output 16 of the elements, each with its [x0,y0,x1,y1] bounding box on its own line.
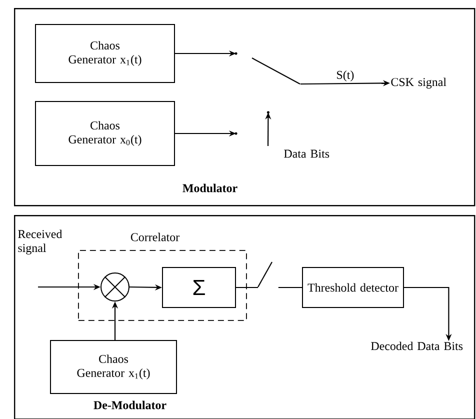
edge-label: S(t) [335,70,356,82]
process-box: Threshold detector [302,267,404,308]
switch-symbol [234,52,300,135]
signal-label: Received signal [18,230,62,255]
process-box: Chaos Generator x$_{1}$(t) [35,24,175,83]
panel-title: Modulator [182,184,238,192]
panel-title: De-Modulator [94,400,166,410]
signal-label: Decoded Data Bits [371,342,463,350]
multiplier-symbol [100,272,130,302]
group-title: Correlator [130,232,180,242]
process-box: Chaos Generator x$_{0}$(t) [35,101,175,166]
signal-label: CSK signal [391,78,446,89]
process-box: Chaos Generator x$_{1}$(t) [50,340,177,394]
signal-label: Data Bits [284,150,330,158]
switch-symbol [258,262,272,288]
summation-box: Σ [162,267,236,308]
